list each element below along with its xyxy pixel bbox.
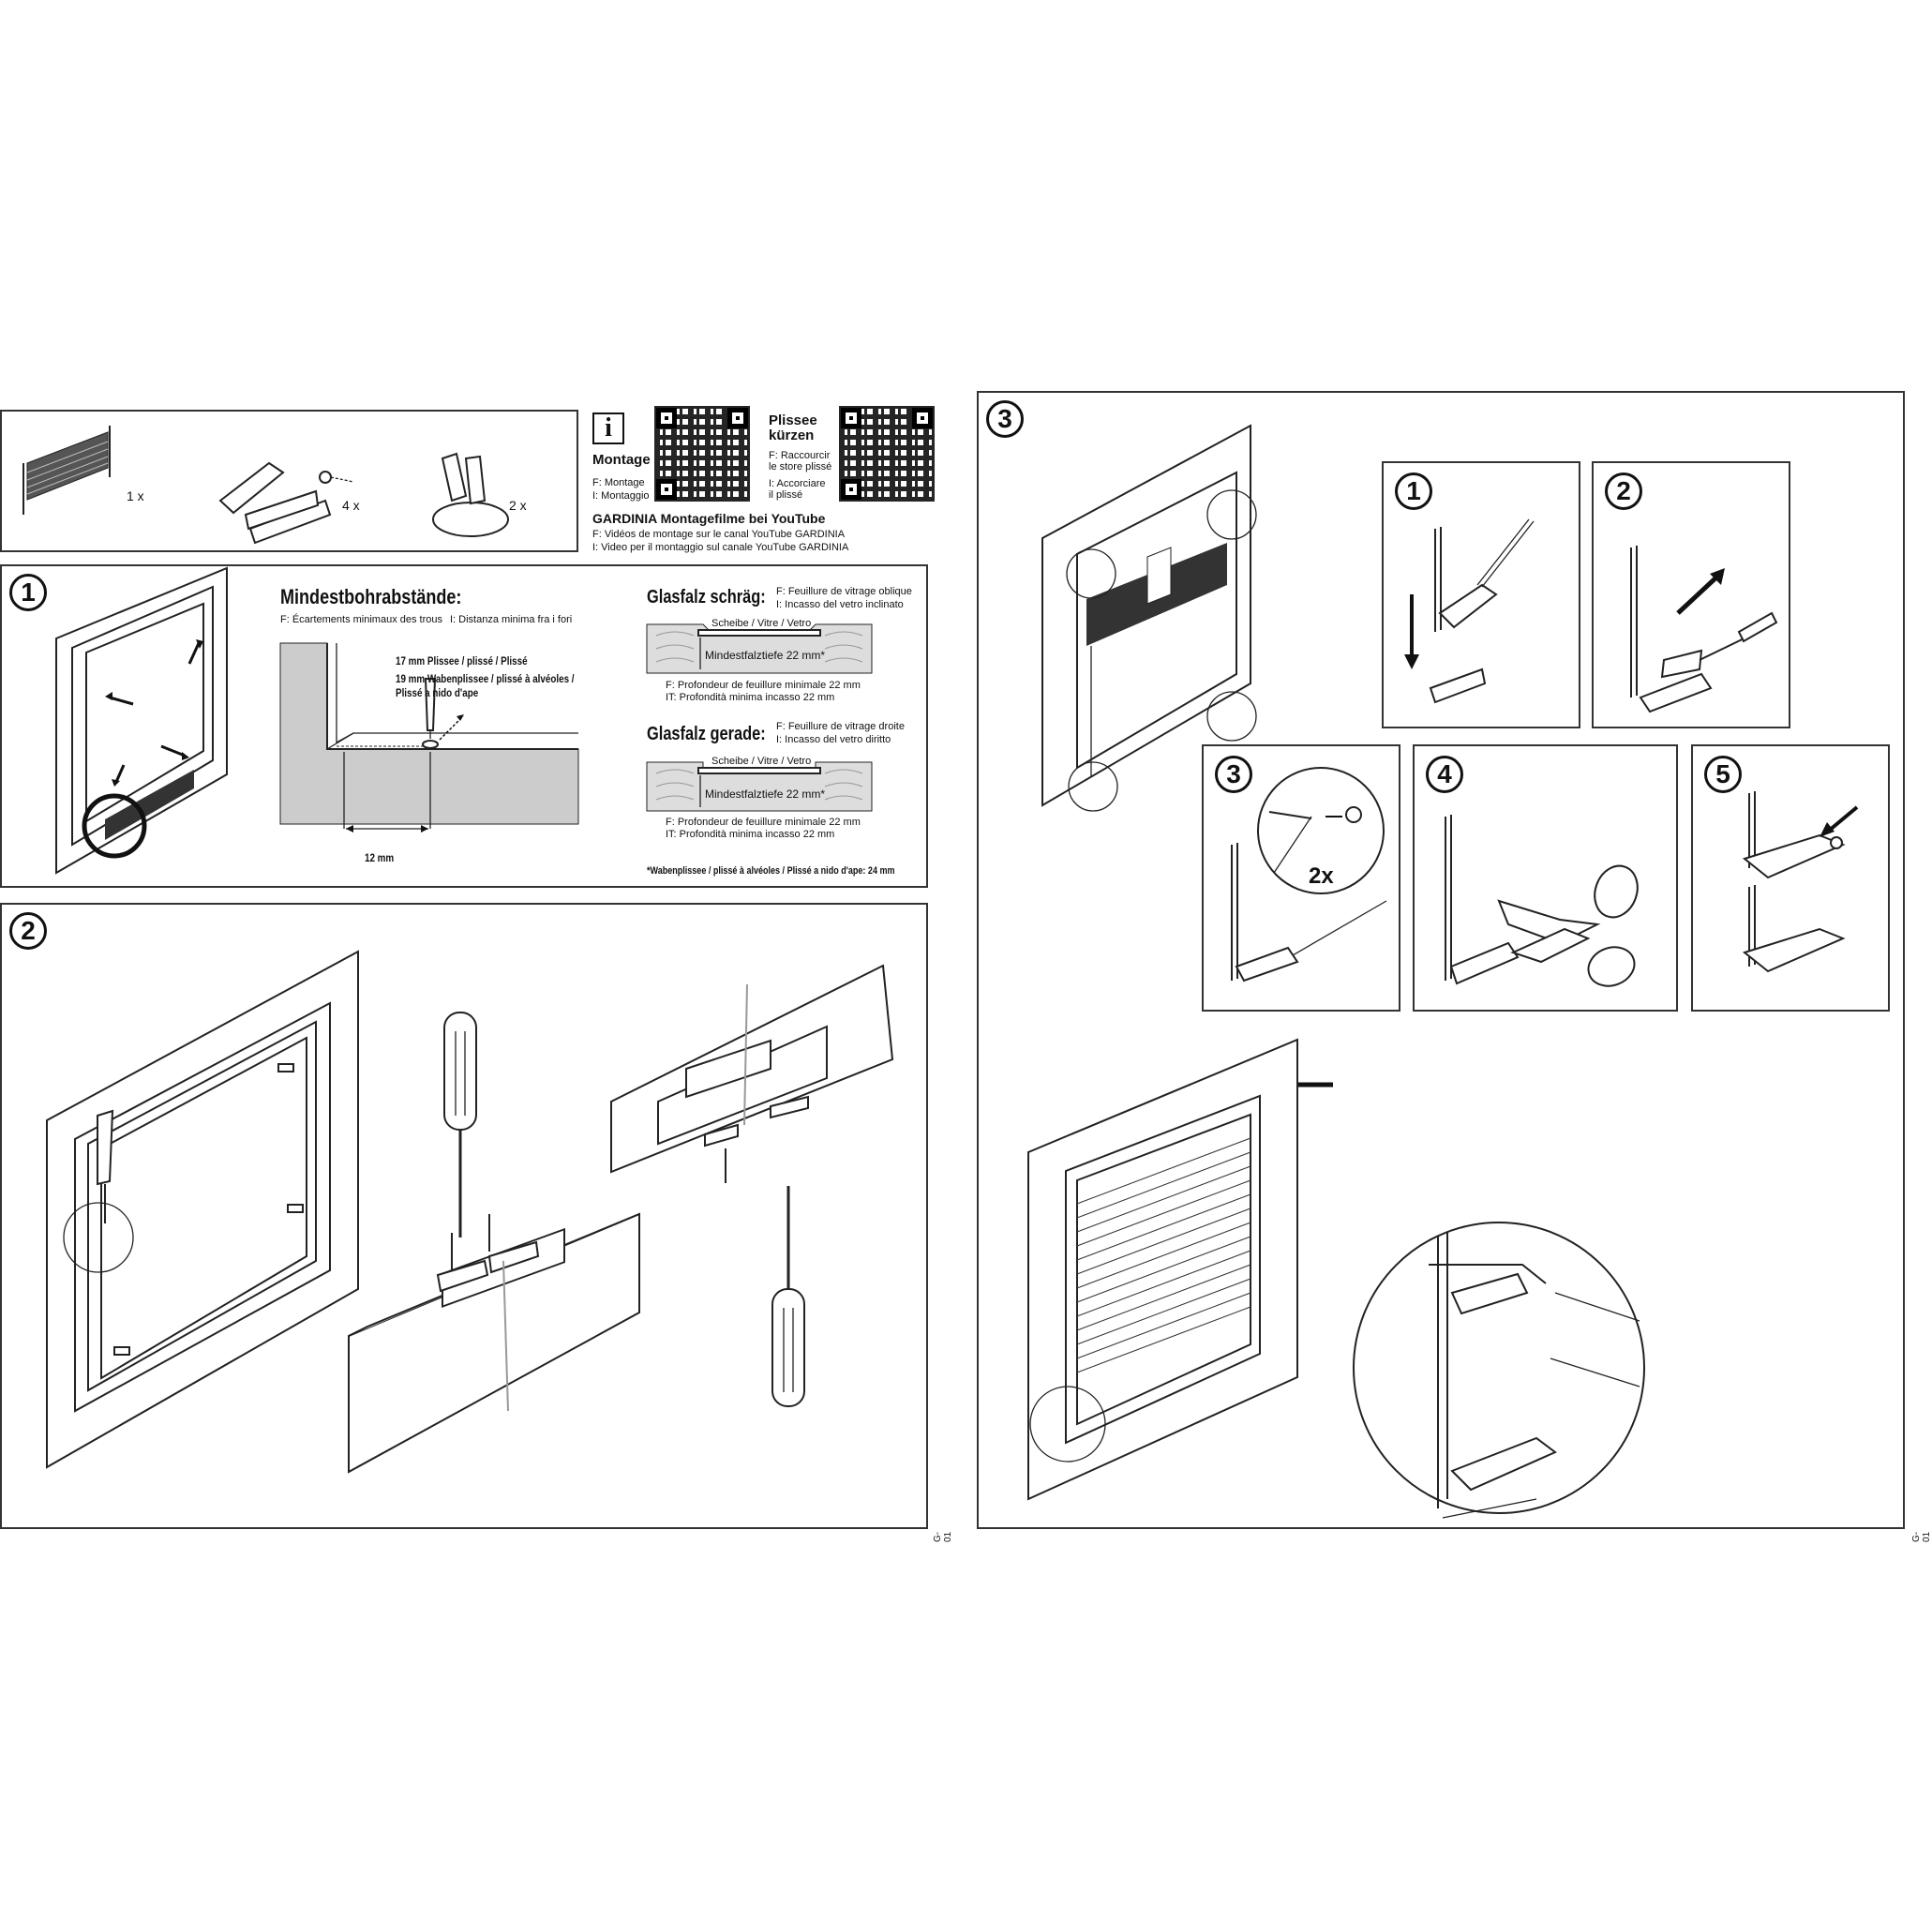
gerade-falztiefe-label: Mindestfalztiefe 22 mm* bbox=[705, 788, 826, 801]
completed-window-illustration bbox=[1027, 1038, 1298, 1501]
clip-qty: 2 x bbox=[509, 498, 527, 513]
youtube-title: GARDINIA Montagefilme bei YouTube bbox=[592, 511, 826, 526]
finished-clip-illustration bbox=[1742, 791, 1859, 973]
cord-knot-illustration bbox=[1231, 767, 1387, 982]
schraeg-title: Glasfalz schräg: bbox=[647, 587, 766, 608]
schraeg-profondita: IT: Profondità minima incasso 22 mm bbox=[666, 692, 835, 703]
substep-4-number: 4 bbox=[1426, 756, 1463, 793]
step3-code: G-01 bbox=[1911, 1531, 1932, 1542]
schraeg-falztiefe-label: Mindestfalztiefe 22 mm* bbox=[705, 649, 826, 662]
mounting-bracket-detail-2 bbox=[610, 964, 894, 1183]
step2-number: 2 bbox=[9, 912, 47, 950]
bracket-illustration bbox=[218, 461, 354, 545]
youtube-fr: F: Vidéos de montage sur le canal YouTub… bbox=[592, 529, 846, 540]
kuerzen-fr-2: le store plissé bbox=[769, 461, 832, 472]
gerade-scheibe-label: Scheibe / Vitre / Vetro bbox=[711, 756, 812, 767]
gerade-title: Glasfalz gerade: bbox=[647, 724, 766, 744]
kuerzen-title-2: kürzen bbox=[769, 428, 815, 443]
clip-on-bracket-illustration bbox=[1404, 518, 1535, 704]
screwdriver-illustration-2 bbox=[771, 1186, 805, 1407]
gerade-fr: F: Feuillure de vitrage droite bbox=[776, 721, 905, 732]
mounting-bracket-detail-1 bbox=[348, 1212, 640, 1474]
gerade-it: I: Incasso del vetro diritto bbox=[776, 734, 891, 745]
kuerzen-fr-1: F: Raccourcir bbox=[769, 450, 831, 461]
step2-code: G-01 bbox=[933, 1531, 953, 1542]
substep-5-box: 5 bbox=[1691, 744, 1890, 1012]
step1-number: 1 bbox=[9, 574, 47, 611]
screwdriver-illustration bbox=[443, 1012, 477, 1238]
schraeg-it: I: Incasso del vetro inclinato bbox=[776, 599, 904, 610]
montage-it: I: Montaggio bbox=[592, 490, 650, 502]
kuerzen-title-1: Plissee bbox=[769, 412, 817, 428]
parts-box: 1 x 4 x 2 x bbox=[0, 410, 578, 552]
label-17mm: 17 mm Plissee / plissé / Plissé bbox=[396, 654, 528, 668]
schraeg-profondeur: F: Profondeur de feuillure minimale 22 m… bbox=[666, 680, 861, 691]
bracket-qty: 4 x bbox=[342, 498, 360, 513]
step1-subtitle-it: I: Distanza minima fra i fori bbox=[450, 614, 573, 625]
substep-4-box: 4 bbox=[1413, 744, 1678, 1012]
montage-qr-code[interactable] bbox=[654, 406, 750, 502]
label-19mm-b: Plissé a nido d'ape bbox=[396, 686, 479, 699]
drilling-distance-diagram bbox=[279, 642, 579, 832]
glass-rebate-oblique-diagram bbox=[646, 623, 873, 674]
step1-footnote: *Wabenplissee / plissé à alvéoles / Plis… bbox=[647, 865, 895, 877]
window-frame-illustration bbox=[55, 566, 228, 875]
gerade-profondeur: F: Profondeur de feuillure minimale 22 m… bbox=[666, 817, 861, 828]
substep-2-number: 2 bbox=[1605, 472, 1642, 510]
detail-zoom-circle bbox=[1353, 1222, 1645, 1519]
substep-3-number: 3 bbox=[1215, 756, 1252, 793]
montage-fr: F: Montage bbox=[592, 477, 645, 488]
cut-cord-scissors-illustration bbox=[1445, 815, 1639, 987]
clip-illustration bbox=[432, 452, 509, 537]
step3-panel: 3 1 2 bbox=[977, 391, 1932, 1542]
label-19mm-a: 19 mm Wabenplissee / plissé à alvéoles / bbox=[396, 672, 575, 685]
substep-1-box: 1 bbox=[1382, 461, 1580, 728]
blind-qty: 1 x bbox=[127, 488, 144, 503]
gerade-profondita: IT: Profondità minima incasso 22 mm bbox=[666, 829, 835, 840]
info-icon: i bbox=[592, 412, 624, 444]
substep-2-box: 2 bbox=[1592, 461, 1790, 728]
glass-rebate-straight-diagram bbox=[646, 761, 873, 812]
kuerzen-it-2: il plissé bbox=[769, 489, 803, 501]
substep-5-number: 5 bbox=[1704, 756, 1742, 793]
remove-with-screwdriver-illustration bbox=[1630, 546, 1778, 713]
kuerzen-it-1: I: Accorciare bbox=[769, 478, 826, 489]
substep-3-box: 3 2x bbox=[1202, 744, 1400, 1012]
pleated-blind-illustration bbox=[22, 426, 111, 515]
substep-1-number: 1 bbox=[1395, 472, 1432, 510]
window-screw-illustration bbox=[46, 950, 359, 1469]
step1-panel: 1 Mindestbohrabstände: F: Écartements mi… bbox=[0, 564, 928, 888]
dim-12mm: 12 mm bbox=[365, 851, 395, 864]
times-label: 2x bbox=[1309, 863, 1334, 889]
step2-panel: 2 G-01 bbox=[0, 903, 953, 1542]
window-blind-installation bbox=[1041, 424, 1257, 812]
youtube-it: I: Video per il montaggio sul canale You… bbox=[592, 542, 849, 553]
montage-title: Montage bbox=[592, 452, 651, 468]
step3-number: 3 bbox=[986, 400, 1024, 438]
step1-subtitle-fr: F: Écartements minimaux des trous bbox=[280, 614, 443, 625]
step1-title: Mindestbohrabstände: bbox=[280, 585, 462, 608]
kuerzen-qr-code[interactable] bbox=[839, 406, 935, 502]
schraeg-fr: F: Feuillure de vitrage oblique bbox=[776, 586, 912, 597]
schraeg-scheibe-label: Scheibe / Vitre / Vetro bbox=[711, 618, 812, 629]
